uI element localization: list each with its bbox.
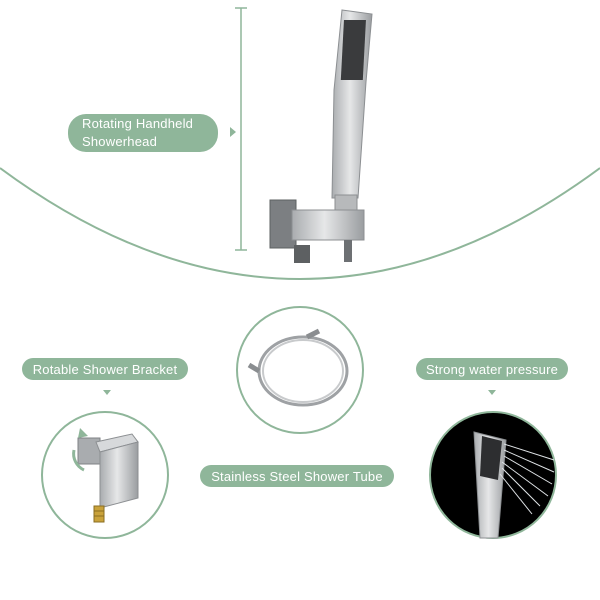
rotate-arrow-icon: [72, 428, 88, 472]
bracket-circle: [41, 411, 169, 539]
pointer-triangle-bracket: [103, 390, 111, 395]
wall-bracket-icon: [77, 433, 139, 523]
callout-rotating-handheld-line2: Showerhead: [82, 134, 157, 149]
callout-rotable-bracket: Rotable Shower Bracket: [22, 358, 188, 380]
pointer-triangle-handheld: [230, 127, 236, 137]
callout-steel-tube: Stainless Steel Shower Tube: [200, 465, 394, 487]
callout-water-pressure: Strong water pressure: [416, 358, 568, 380]
hose-coil-icon: [247, 328, 349, 407]
handheld-showerhead-icon: [269, 9, 373, 263]
pointer-triangle-pressure: [488, 390, 496, 395]
spray-circle: [429, 411, 557, 539]
callout-rotating-handheld: Rotating Handheld Showerhead: [68, 114, 218, 152]
callout-rotating-handheld-line1: Rotating Handheld: [82, 116, 194, 131]
water-spray-icon: [473, 431, 555, 539]
dimension-line: [235, 7, 247, 251]
hose-circle: [236, 306, 364, 434]
